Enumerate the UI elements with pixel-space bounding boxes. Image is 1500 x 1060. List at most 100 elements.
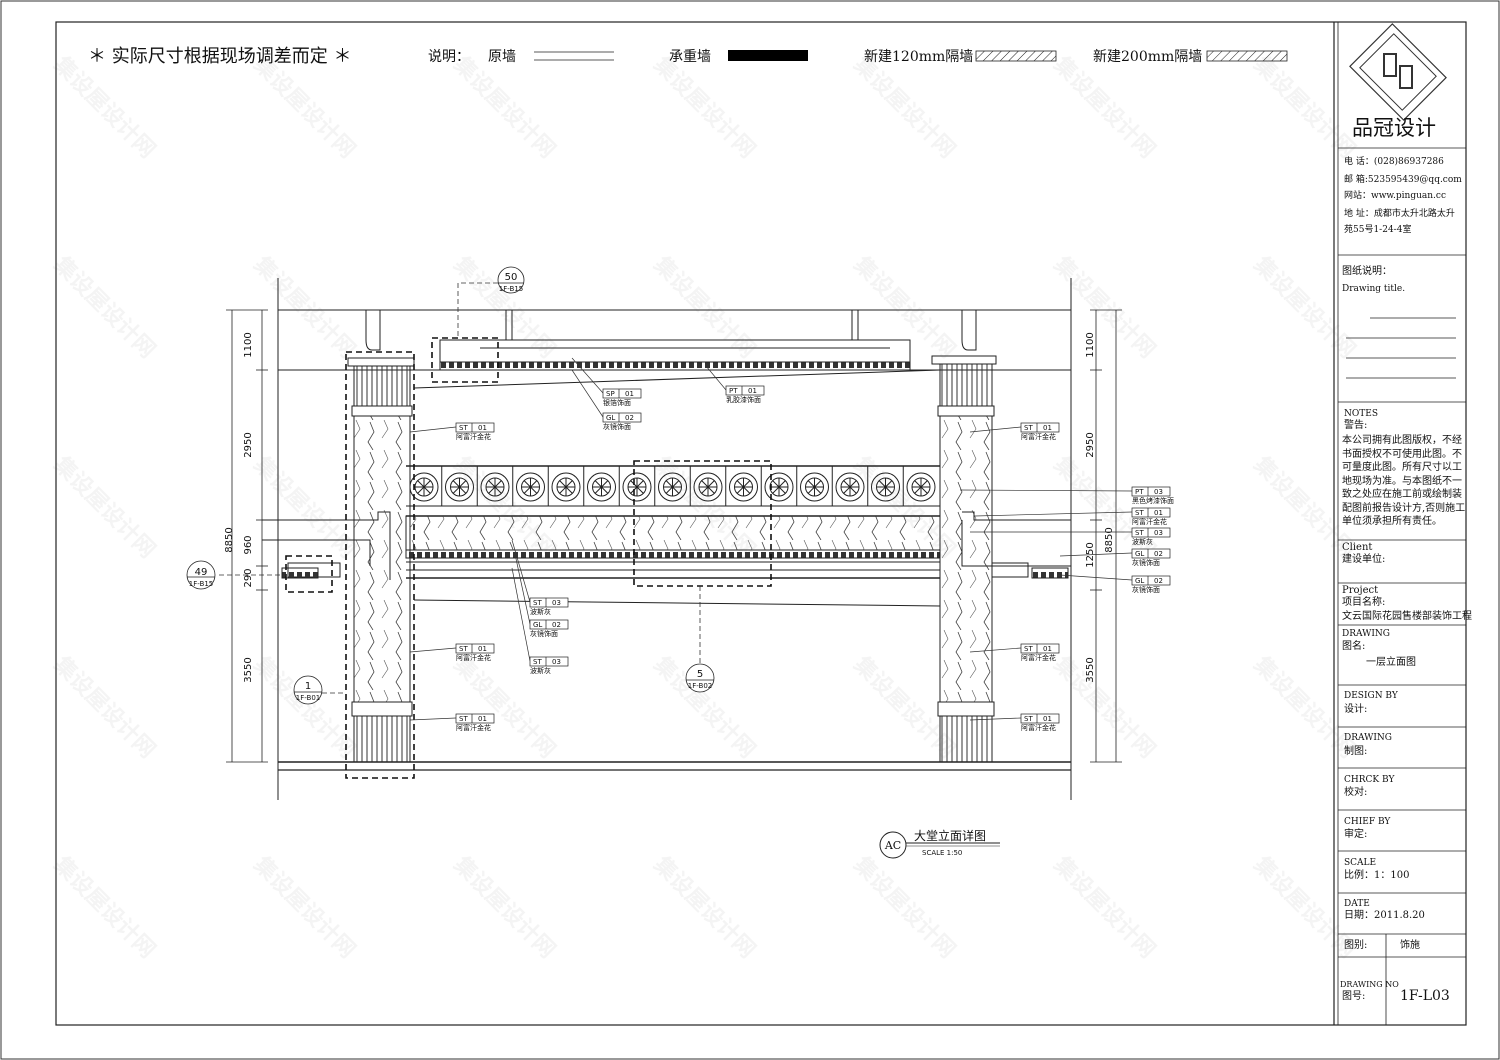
tag-description: 黑色烤漆饰面: [1132, 496, 1174, 505]
callout-49-num: 49: [195, 567, 208, 578]
drawing-title-en: Drawing title.: [1342, 284, 1406, 294]
drafting-cn: 制图:: [1344, 746, 1368, 757]
detail-box-left-column: [345, 351, 415, 779]
callout-5: 5 1F-B02: [685, 663, 715, 693]
dimension-lines-left: [226, 309, 268, 763]
tag-code: ST: [1024, 715, 1033, 723]
tag-code: PT: [729, 387, 738, 395]
tag-number: 01: [1043, 715, 1052, 723]
rosette: [871, 472, 900, 502]
project-en: Project: [1342, 585, 1379, 596]
tag-number: 02: [625, 414, 634, 422]
callout-5-ref: 1F-B02: [688, 682, 712, 690]
company-website: 网站：www.pinguan.cc: [1344, 191, 1447, 201]
category-value: 饰施: [1400, 940, 1420, 951]
tag-description: 阿富汗金花: [1021, 432, 1056, 441]
tag-number: 01: [478, 645, 487, 653]
rosette: [906, 472, 936, 502]
tag-code: GL: [1135, 550, 1144, 558]
legend-original-wall-label: 原墙: [488, 49, 516, 65]
dim-left-3550: 3550: [243, 657, 254, 682]
rosette: [516, 472, 545, 502]
scale-en: SCALE: [1344, 858, 1377, 868]
company-phone: 电 话：(028)86937286: [1344, 157, 1444, 167]
tag-number: 01: [1043, 424, 1052, 432]
tag-number: 02: [1154, 550, 1163, 558]
rosette: [622, 472, 652, 502]
tag-number: 01: [625, 390, 634, 398]
site-dimension-notice: ＊ 实际尺寸根据现场调差而定 ＊: [88, 46, 352, 67]
tag-code: SP: [606, 390, 615, 398]
notes-line: 地现场为准。与本图纸不一: [1342, 475, 1462, 487]
dim-left-1100: 1100: [243, 332, 254, 357]
tag-number: 01: [478, 715, 487, 723]
company-name: 品冠设计: [1352, 116, 1436, 140]
chief-by-en: CHIEF BY: [1344, 817, 1391, 827]
date-en: DATE: [1344, 899, 1370, 909]
caption-mark: AC: [884, 839, 901, 852]
tag-description: 灰镜饰面: [603, 422, 631, 431]
rosette: [835, 472, 865, 502]
legend-original-wall-sample: [534, 51, 614, 61]
notes-line: 致之处应在施工前或绘制装: [1342, 489, 1462, 500]
legend-bearing-wall-label: 承重墙: [669, 49, 711, 65]
legend-title: 说明：: [428, 49, 470, 65]
tag-number: 02: [552, 621, 561, 629]
rosette: [445, 472, 474, 502]
caption-scale: SCALE 1:50: [922, 849, 962, 857]
rosette: [587, 472, 616, 502]
design-by-cn: 设计:: [1344, 704, 1368, 715]
tag-number: 03: [1154, 529, 1163, 537]
tag-code: GL: [1135, 577, 1144, 585]
tag-code: PT: [1135, 488, 1144, 496]
tag-code: ST: [533, 658, 542, 666]
drawing-name-en: DRAWING: [1342, 629, 1390, 639]
scale-cn: 比例：1：100: [1344, 870, 1410, 881]
elevation-drawing: [262, 278, 1072, 800]
tag-description: 灰镜饰面: [1132, 558, 1160, 567]
callout-50-ref: 1F-B15: [499, 285, 523, 293]
dim-left-2950: 2950: [243, 432, 254, 457]
rosette: [409, 472, 439, 502]
callout-5-num: 5: [697, 669, 703, 680]
number-value: 1F-L03: [1400, 988, 1450, 1004]
tag-description: 阿富汗金花: [1021, 653, 1056, 662]
check-by-cn: 校对:: [1344, 787, 1368, 798]
callout-1-num: 1: [305, 681, 311, 692]
tag-description: 银箔饰面: [603, 398, 631, 407]
legend-120-wall-label: 新建120mm隔墙: [864, 49, 974, 65]
tag-code: GL: [606, 414, 615, 422]
check-by-en: CHRCK BY: [1344, 775, 1395, 785]
tag-description: 波斯灰: [530, 607, 551, 616]
tag-code: ST: [1135, 509, 1144, 517]
callout-1-ref: 1F-B01: [296, 694, 320, 702]
tag-number: 01: [478, 424, 487, 432]
tag-description: 灰镜饰面: [530, 629, 558, 638]
drawing-name-cn: 图名:: [1342, 641, 1366, 652]
tag-code: ST: [1135, 529, 1144, 537]
callout-50-num: 50: [505, 272, 518, 283]
notes-en: NOTES: [1344, 409, 1378, 419]
tag-description: 灰镜饰面: [1132, 585, 1160, 594]
dim-right-1100: 1100: [1085, 332, 1096, 357]
chief-by-cn: 审定:: [1344, 829, 1368, 840]
number-cn: 图号:: [1342, 991, 1366, 1002]
notes-line: 本公司拥有此图版权，不经: [1342, 435, 1462, 446]
detail-box-left-wall: [285, 555, 333, 593]
rosette: [729, 472, 758, 502]
tag-number: 01: [1043, 645, 1052, 653]
tag-description: 阿富汗金花: [1132, 517, 1167, 526]
